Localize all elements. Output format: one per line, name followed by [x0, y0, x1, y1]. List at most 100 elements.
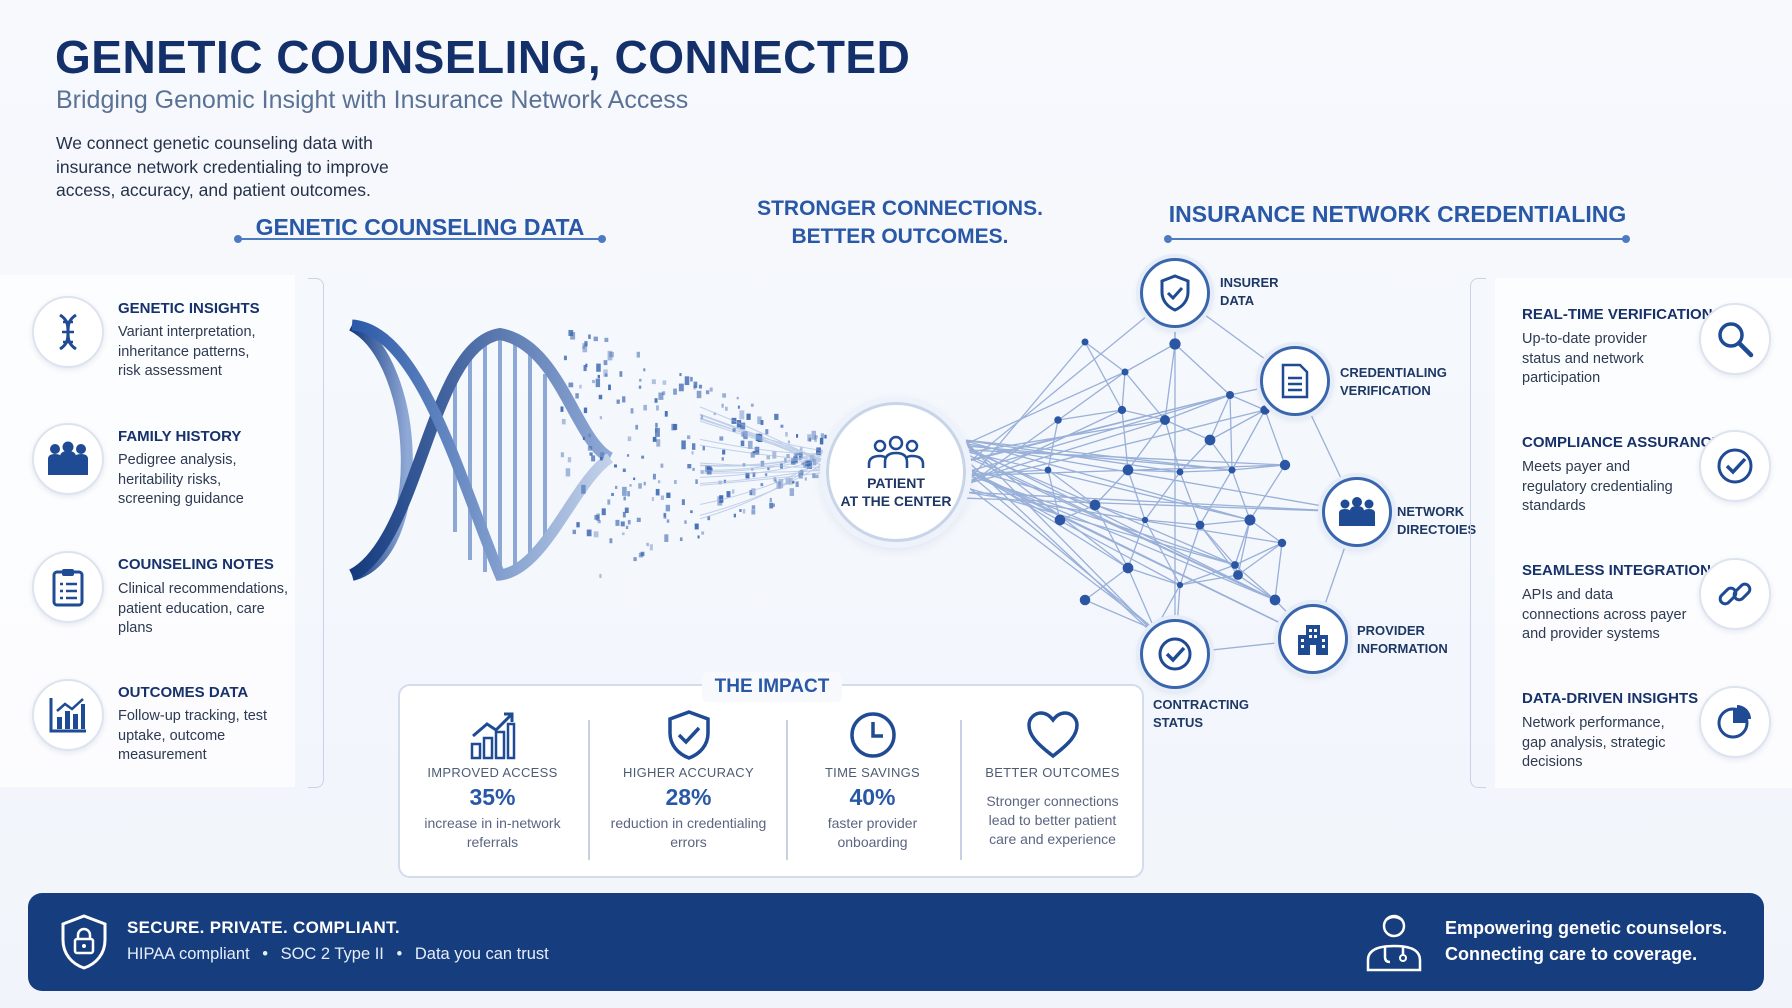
data-stream — [699, 469, 831, 474]
footer-badges: HIPAA compliant • SOC 2 Type II • Data y… — [127, 945, 549, 964]
data-particle — [808, 437, 812, 442]
data-particle — [673, 479, 677, 484]
data-particle — [791, 460, 795, 465]
data-particle — [678, 383, 684, 392]
data-particle — [616, 399, 620, 404]
impact-divider — [960, 720, 962, 860]
data-particle — [626, 454, 630, 457]
impact-value: 35% — [469, 784, 516, 810]
data-particle — [604, 373, 608, 377]
data-particle — [560, 452, 564, 458]
network-line — [1121, 409, 1166, 421]
data-particle — [615, 519, 620, 526]
data-particle — [579, 384, 582, 389]
data-particle — [736, 420, 742, 428]
network-point — [1195, 520, 1205, 530]
data-particle — [635, 424, 639, 430]
right-item-title: SEAMLESS INTEGRATION — [1522, 562, 1711, 579]
impact-panel — [398, 684, 1144, 878]
data-particle — [584, 341, 588, 347]
left-item-title: OUTCOMES DATA — [118, 684, 249, 701]
data-stream — [699, 420, 831, 464]
right-item-compliance-assurance — [1699, 430, 1771, 502]
network-line — [1057, 409, 1123, 421]
impact-desc-line: care and experience — [989, 831, 1116, 847]
network-line — [1084, 341, 1123, 411]
data-particle — [824, 434, 827, 439]
data-particle — [718, 480, 722, 485]
data-particle — [742, 509, 746, 514]
document-icon — [1281, 363, 1309, 399]
data-particle — [765, 429, 769, 435]
data-particle — [774, 479, 777, 483]
network-point — [1141, 516, 1149, 524]
network-line — [965, 441, 1176, 655]
data-particle — [697, 535, 700, 539]
left-item-counseling-notes — [32, 551, 104, 623]
left-item-title: FAMILY HISTORY — [118, 428, 242, 445]
data-particle — [567, 457, 572, 463]
impact-higher-accuracy: HIGHER ACCURACY 28% reduction in credent… — [601, 710, 776, 852]
data-particle — [608, 384, 611, 391]
impact-time-savings: TIME SAVINGS 40% faster provider onboard… — [800, 710, 945, 852]
footer-badge-soc2: SOC 2 Type II — [280, 945, 384, 963]
data-particle — [636, 517, 641, 522]
data-particle — [760, 483, 764, 487]
data-particle — [638, 552, 644, 558]
data-particle — [691, 451, 694, 455]
data-particle — [611, 492, 614, 497]
footer-tagline-line2: Connecting care to coverage. — [1445, 944, 1698, 964]
network-point — [1117, 405, 1127, 415]
right-item-desc: Up-to-date provider status and network p… — [1522, 331, 1647, 386]
node-provider-information — [1278, 604, 1348, 674]
network-point — [1204, 434, 1216, 446]
data-particle — [609, 352, 614, 358]
node-credentialing-label: CREDENTIALING VERIFICATION — [1340, 364, 1447, 400]
network-point — [1089, 499, 1101, 511]
network-line — [1127, 567, 1181, 586]
clock-icon — [849, 712, 896, 758]
impact-desc-line: reduction in credentialing — [610, 815, 767, 831]
network-line — [965, 497, 1358, 513]
network-line — [965, 491, 1358, 513]
shield-check-icon — [667, 710, 710, 760]
data-particle — [698, 384, 703, 389]
impact-label: HIGHER ACCURACY — [623, 765, 754, 780]
data-particle — [684, 520, 687, 524]
network-point — [1233, 570, 1243, 580]
data-particle — [575, 393, 579, 399]
network-points — [1044, 338, 1291, 635]
data-particle — [721, 403, 724, 408]
dna-icon — [32, 296, 104, 368]
dna-strand — [348, 327, 614, 581]
data-particle — [607, 350, 613, 361]
data-particle — [816, 448, 821, 456]
data-particle — [673, 423, 678, 430]
data-particle — [643, 404, 647, 411]
network-point — [1244, 514, 1256, 526]
network-line — [1209, 409, 1266, 441]
data-particle — [746, 413, 751, 420]
data-particle — [684, 376, 690, 386]
left-item-outcomes-data — [32, 679, 104, 751]
impact-desc-line: errors — [670, 834, 707, 850]
data-particle — [776, 481, 781, 489]
data-stream — [699, 448, 831, 467]
people-group-icon — [867, 435, 925, 468]
data-particle — [721, 457, 724, 461]
data-particle — [614, 464, 617, 468]
data-particle — [694, 523, 699, 530]
data-particle — [599, 416, 603, 420]
data-particle — [814, 435, 818, 439]
data-particle — [700, 414, 704, 420]
left-item-family-history — [32, 423, 104, 495]
data-particle — [652, 436, 657, 442]
data-particle — [796, 434, 799, 438]
data-particle — [622, 396, 626, 403]
data-particle — [598, 394, 603, 400]
network-line — [1249, 464, 1286, 521]
data-particle — [757, 416, 762, 425]
data-particle — [622, 511, 626, 518]
data-particle — [785, 478, 790, 485]
data-particle — [603, 360, 608, 366]
